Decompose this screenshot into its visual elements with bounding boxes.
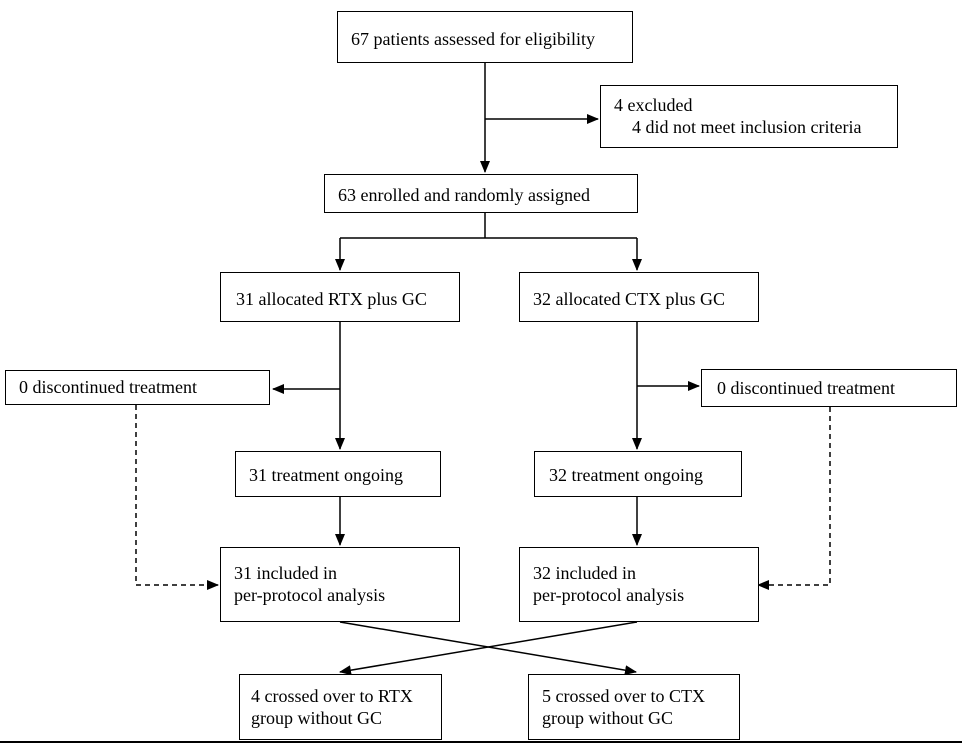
excluded-line-2: 4 did not meet inclusion criteria (632, 117, 862, 137)
crossover-ctx-line-2: group without GC (542, 708, 674, 728)
rtx-allocated-box: 31 allocated RTX plus GC (220, 272, 460, 322)
rtx-discontinued-box: 0 discontinued treatment (5, 370, 270, 405)
rtx-pp-line-2: per-protocol analysis (234, 585, 386, 605)
ctx-pp-box: 32 included in per-protocol analysis (519, 547, 759, 622)
crossover-ctx-line-1: 5 crossed over to CTX (542, 686, 705, 706)
excluded-line-1: 4 excluded (614, 95, 693, 115)
crossover-rtx-line-2: group without GC (251, 708, 383, 728)
ctx-pp-line-2: per-protocol analysis (533, 585, 685, 605)
crossover-rtx-line-1: 4 crossed over to RTX (251, 686, 413, 706)
dashed-ctx-disc-pp (757, 407, 831, 590)
crossover-rtx-box: 4 crossed over to RTX group without GC (239, 674, 442, 740)
ctx-pp-line-1: 32 included in (533, 563, 636, 583)
ctx-ongoing-box: 32 treatment ongoing (534, 451, 742, 497)
rtx-ongoing-box: 31 treatment ongoing (235, 451, 441, 497)
rtx-pp-box: 31 included in per-protocol analysis (220, 547, 460, 622)
rtx-ongoing-line-1: 31 treatment ongoing (249, 465, 403, 485)
ctx-discontinued-box: 0 discontinued treatment (701, 369, 957, 407)
arrow-crossover-to-rtx (339, 621, 638, 676)
rtx-pp-line-1: 31 included in (234, 563, 337, 583)
bottom-rule (0, 741, 962, 743)
enrolled-line-1: 63 enrolled and randomly assigned (338, 185, 590, 205)
ctx-discontinued-line-1: 0 discontinued treatment (717, 378, 895, 398)
rtx-discontinued-line-1: 0 discontinued treatment (19, 377, 197, 397)
dashed-rtx-disc-pp (135, 405, 219, 590)
enrolled-box: 63 enrolled and randomly assigned (324, 174, 638, 213)
ctx-allocated-line-1: 32 allocated CTX plus GC (533, 289, 725, 309)
assessed-line-1: 67 patients assessed for eligibility (351, 29, 595, 49)
excluded-box: 4 excluded 4 did not meet inclusion crit… (600, 85, 898, 148)
rtx-allocated-line-1: 31 allocated RTX plus GC (236, 289, 427, 309)
ctx-allocated-box: 32 allocated CTX plus GC (519, 272, 759, 322)
assessed-box: 67 patients assessed for eligibility (337, 11, 633, 63)
crossover-ctx-box: 5 crossed over to CTX group without GC (528, 674, 740, 740)
ctx-ongoing-line-1: 32 treatment ongoing (549, 465, 703, 485)
